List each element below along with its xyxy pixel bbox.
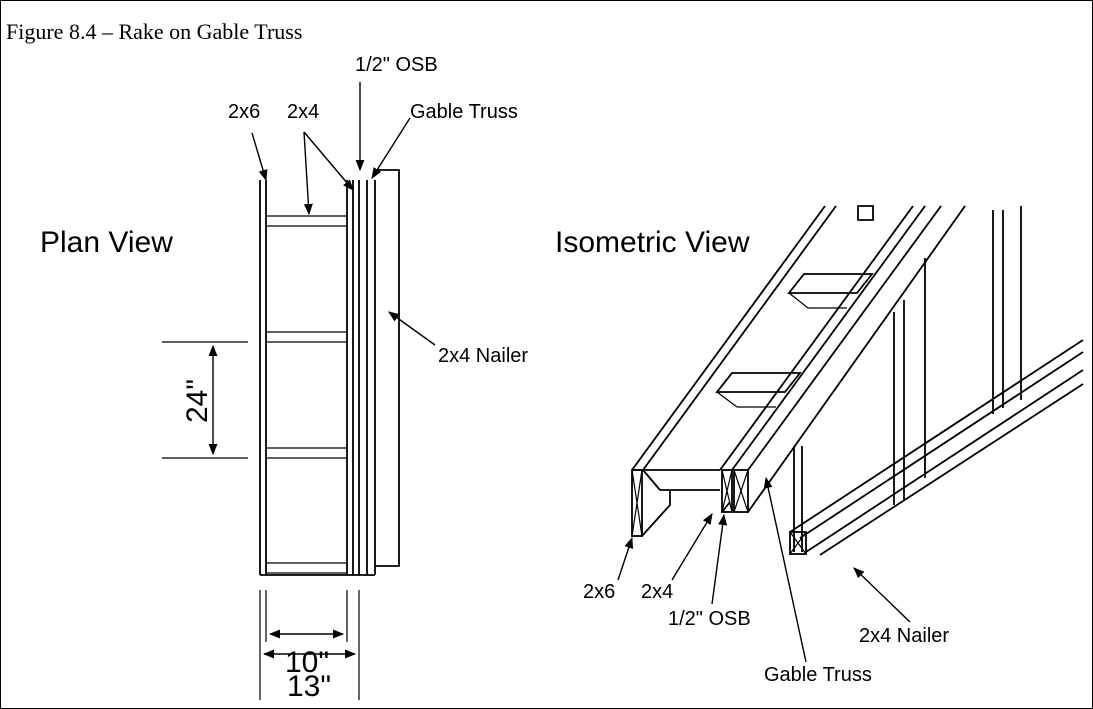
iso-leader-2x6 (617, 536, 634, 581)
plan-view: Plan View 1/2" OSB 2x6 2x4 Gable Truss 2… (40, 54, 528, 703)
iso-label-nailer: 2x4 Nailer (859, 625, 949, 647)
iso-label-gable-truss: Gable Truss (764, 664, 872, 686)
plan-framing (259, 169, 400, 576)
iso-nailer (789, 339, 1084, 556)
figure-caption: Figure 8.4 – Rake on Gable Truss (6, 19, 303, 44)
plan-label-nailer: 2x4 Nailer (438, 345, 528, 367)
iso-leader-osb (711, 513, 728, 605)
iso-label-2x6: 2x6 (583, 581, 615, 603)
plan-label-gable-truss: Gable Truss (410, 101, 518, 123)
plan-dim-24: 24" (181, 379, 214, 423)
isometric-view: Isometric View (555, 205, 1084, 686)
plan-leader-nailer (388, 311, 436, 346)
plan-dim-13: 13" (287, 670, 331, 703)
plan-leader-gable-truss (371, 117, 411, 179)
plan-dimension-widths: 10" 13" (259, 590, 360, 703)
iso-label-2x4: 2x4 (641, 581, 673, 603)
plan-view-title: Plan View (40, 226, 173, 259)
plan-dim-10: 10" (285, 646, 329, 679)
plan-label-2x6: 2x6 (228, 101, 260, 123)
iso-label-osb: 1/2" OSB (668, 608, 751, 630)
iso-leader-nailer (853, 567, 911, 623)
iso-gable-studs (793, 206, 1022, 552)
plan-leader-2x4-b (303, 131, 354, 191)
iso-leader-gable-truss (763, 476, 807, 663)
iso-leader-2x4 (671, 513, 713, 581)
iso-view-title: Isometric View (555, 226, 750, 259)
plan-leader-2x4-a (303, 131, 313, 216)
plan-leader-2x6 (251, 132, 268, 182)
plan-label-2x4: 2x4 (287, 101, 319, 123)
plan-label-osb: 1/2" OSB (355, 54, 438, 76)
iso-rake-ladder (631, 205, 966, 537)
plan-dimension-spacing: 24" (162, 341, 248, 459)
